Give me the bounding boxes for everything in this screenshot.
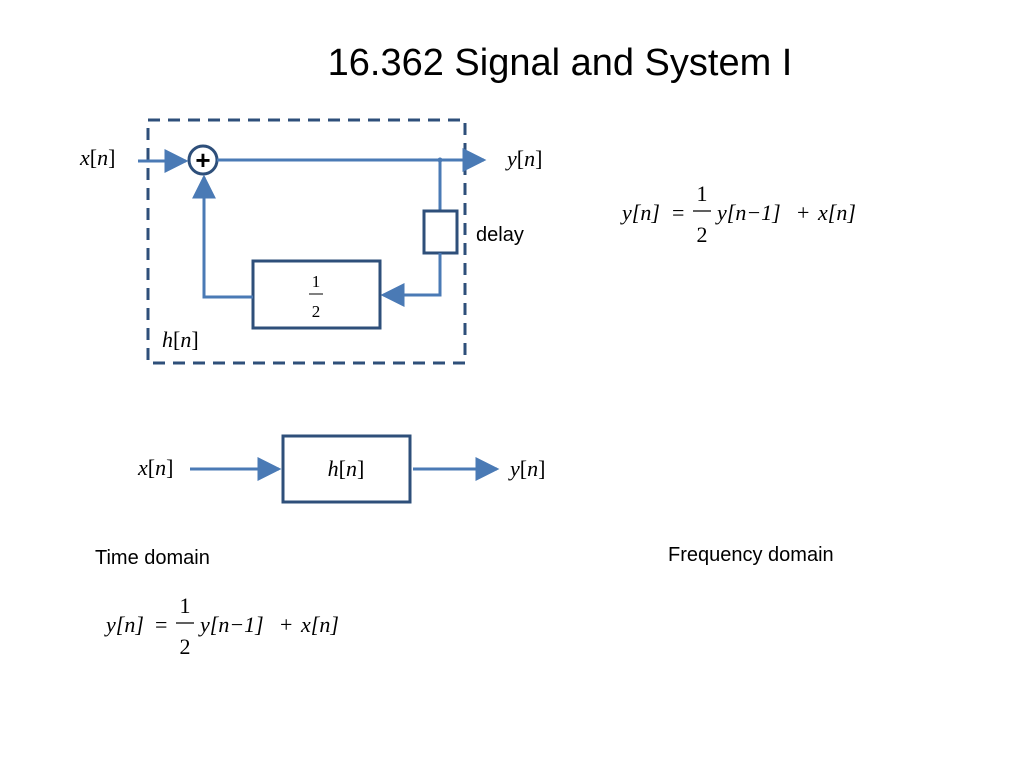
system-block-label: h[n] [328,456,365,481]
eq-time-rhs2: x[n] [300,612,339,637]
eq-time-equals: = [155,612,167,637]
system-block [281,434,412,504]
output-label: y[n] [505,146,542,171]
difference-equation-time-domain: y[n] = 1 2 y[n−1] + x[n] [104,593,339,659]
delay-to-gain-wire [380,253,442,307]
eq-time-plus: + [280,612,292,637]
time-domain-caption: Time domain [95,547,210,569]
eq-top-numerator: 1 [697,181,708,206]
system-output-label: y[n] [508,456,545,481]
eq-time-numerator: 1 [180,593,191,618]
eq-top-denominator: 2 [697,222,708,247]
eq-top-equals: = [672,200,684,225]
eq-top-plus: + [797,200,809,225]
system-input-label: x[n] [137,455,173,480]
feedback-wire [192,174,253,299]
eq-top-rhs2: x[n] [817,200,856,225]
eq-top-lhs: y[n] [620,200,660,225]
eq-time-rhs1: y[n−1] [198,612,264,637]
adder-plus-symbol: + [195,145,210,175]
adder-node: + [187,144,219,176]
gain-denominator: 2 [312,302,321,321]
input-label: x[n] [79,145,115,170]
gain-numerator: 1 [312,272,321,291]
system-label: h[n] [162,327,199,352]
slide-title: 16.362 Signal and System I [327,42,793,84]
eq-time-denominator: 2 [180,634,191,659]
delay-label: delay [476,224,524,246]
eq-top-rhs1: y[n−1] [715,200,781,225]
difference-equation-top: y[n] = 1 2 y[n−1] + x[n] [620,181,856,247]
eq-time-lhs: y[n] [104,612,144,637]
delay-block [422,209,459,255]
frequency-domain-caption: Frequency domain [668,544,834,566]
